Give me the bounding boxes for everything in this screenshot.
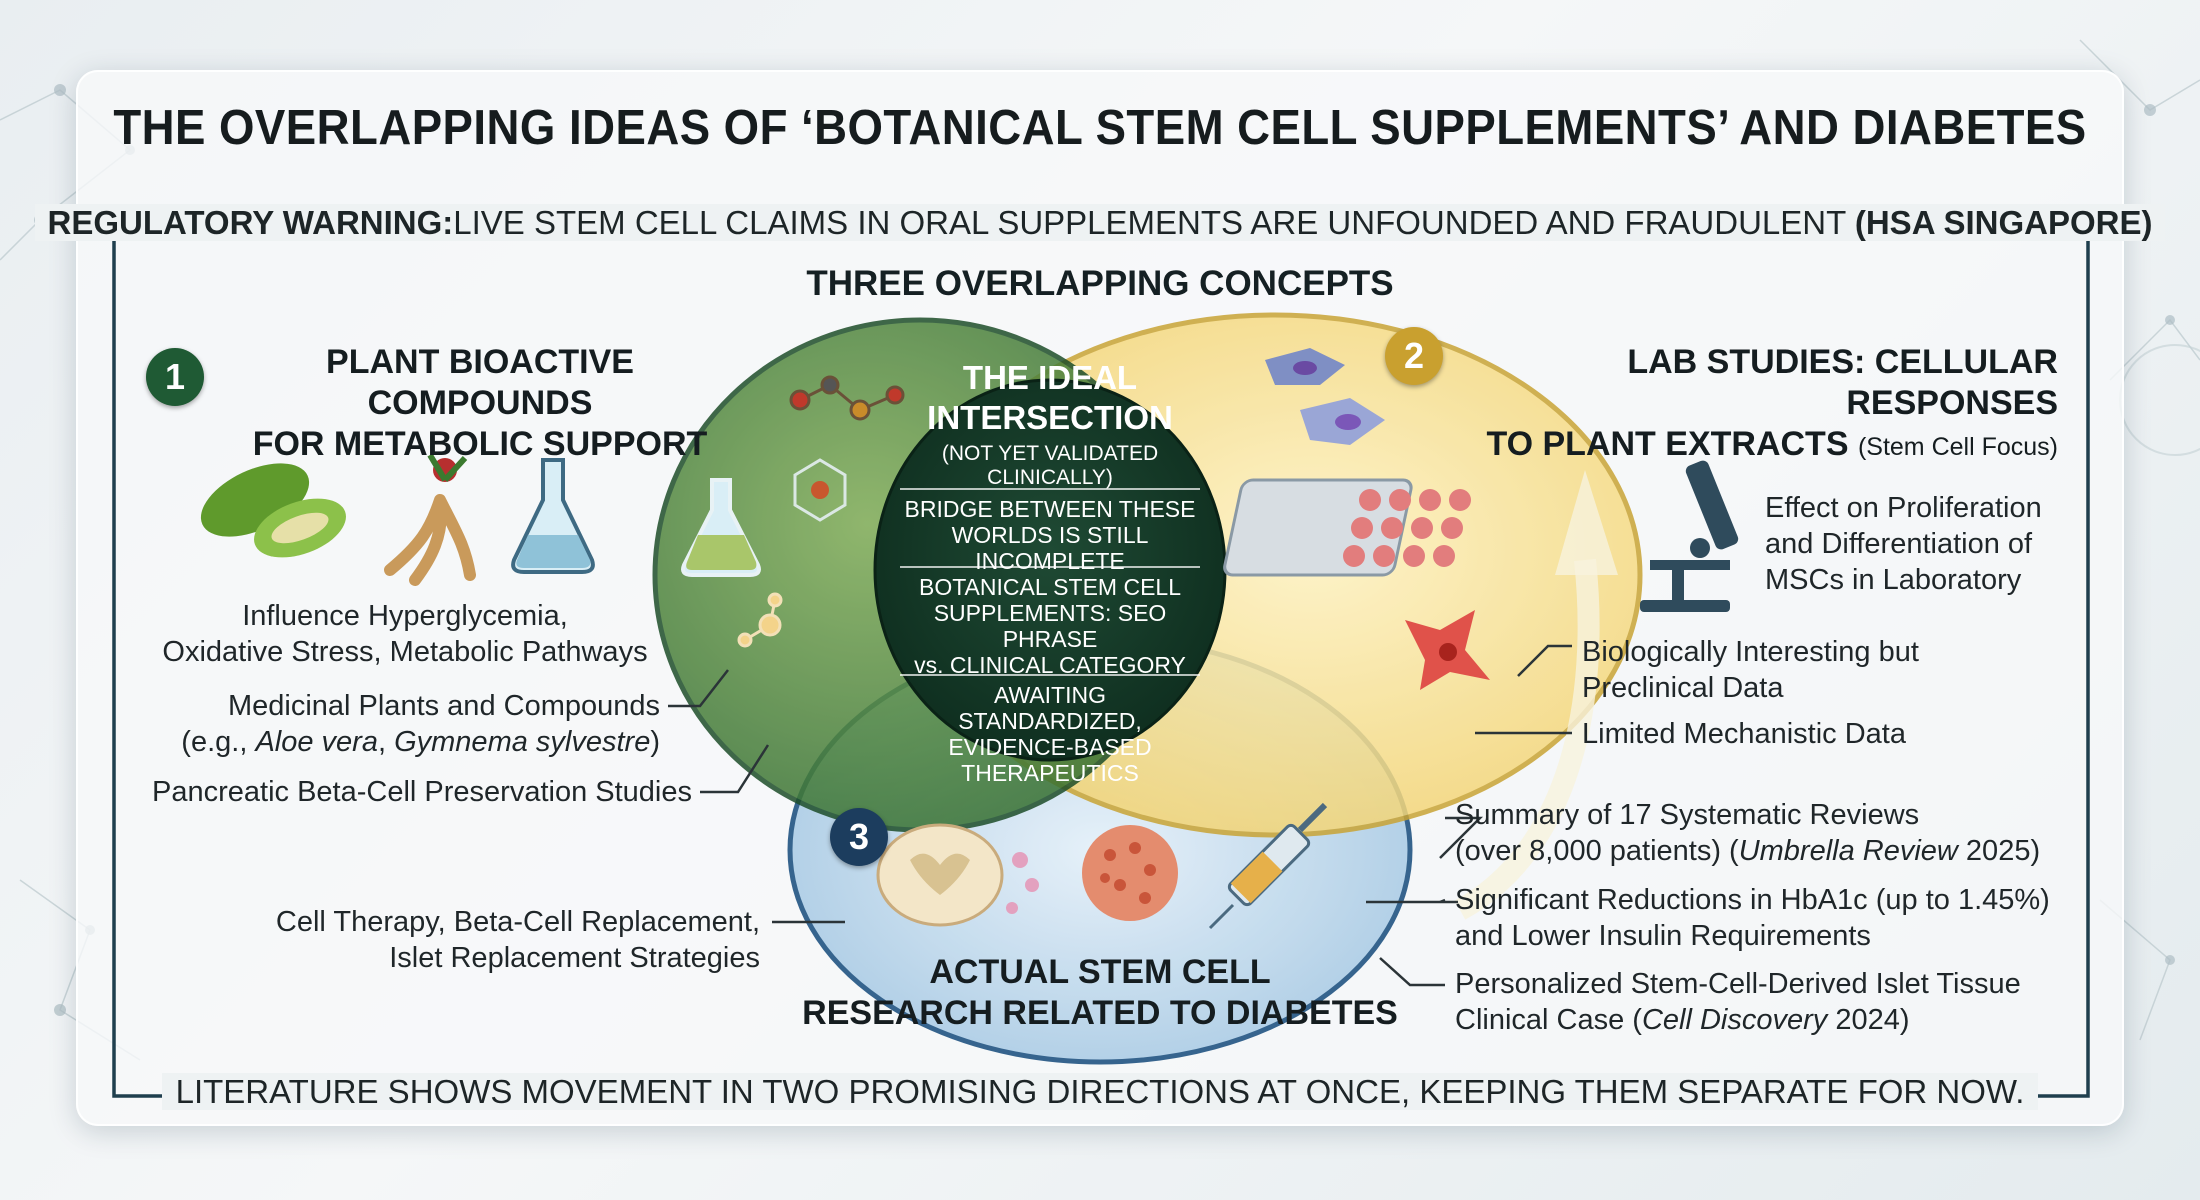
influence-line2: Oxidative Stress, Metabolic Pathways xyxy=(162,636,648,668)
bio-text: Biologically Interesting but Preclinical… xyxy=(1582,634,2042,706)
pers-text: Personalized Stem-Cell-Derived Islet Tis… xyxy=(1455,966,2075,1038)
pancreatic-text: Pancreatic Beta-Cell Preservation Studie… xyxy=(152,776,692,808)
intersection-seo: BOTANICAL STEM CELL SUPPLEMENTS: SEO PHR… xyxy=(900,566,1200,678)
islet-tissue-icon xyxy=(1082,825,1178,921)
summary-text: Summary of 17 Systematic Reviews (over 8… xyxy=(1455,797,2075,869)
syringe-icon xyxy=(1208,802,1328,930)
circle3-heading-line2: RESEARCH RELATED TO DIABETES xyxy=(802,994,1398,1032)
flask-icon xyxy=(511,458,595,574)
footer-note: LITERATURE SHOWS MOVEMENT IN TWO PROMISI… xyxy=(0,1073,2200,1111)
medicinal-line1: Medicinal Plants and Compounds xyxy=(227,690,660,722)
therapy-line1: Cell Therapy, Beta-Cell Replacement, xyxy=(275,906,760,938)
leader-bio xyxy=(1517,644,1572,677)
microscope-icon xyxy=(1640,460,1739,612)
bitter-melon-icon xyxy=(200,463,346,558)
bridge-line2: WORLDS IS STILL INCOMPLETE xyxy=(951,522,1149,574)
bio-line2: Preclinical Data xyxy=(1582,672,1784,704)
await-line1: AWAITING STANDARDIZED, xyxy=(958,682,1142,734)
intersection-note: (NOT YET VALIDATED CLINICALLY) xyxy=(941,442,1159,489)
badge-1: 1 xyxy=(146,348,204,406)
circle2-heading-line2: TO PLANT EXTRACTS (Stem Cell Focus) xyxy=(1486,425,2058,463)
intersection-heading-line1: THE IDEAL xyxy=(962,359,1138,396)
circle2-heading-note: (Stem Cell Focus) xyxy=(1857,433,2058,461)
medicinal-text: Medicinal Plants and Compounds (e.g., Al… xyxy=(120,688,660,760)
circle1-heading-line2: FOR METABOLIC SUPPORT xyxy=(252,425,708,463)
circle3-heading: ACTUAL STEM CELL RESEARCH RELATED TO DIA… xyxy=(760,952,1440,1034)
warning-source: (HSA SINGAPORE) xyxy=(1854,204,2153,241)
sig-line1: Significant Reductions in HbA1c (up to 1… xyxy=(1455,884,2050,916)
regulatory-warning: REGULATORY WARNING:LIVE STEM CELL CLAIMS… xyxy=(0,204,2200,242)
circle2-heading: LAB STUDIES: CELLULAR RESPONSES TO PLANT… xyxy=(1440,342,2058,468)
limited-text: Limited Mechanistic Data xyxy=(1582,718,1906,750)
cell-icon xyxy=(1265,348,1385,445)
intersection-heading-line2: INTERSECTION xyxy=(927,399,1173,436)
pers-line2: Clinical Case (Cell Discovery 2024) xyxy=(1455,1004,1910,1036)
warning-label: REGULATORY WARNING: xyxy=(47,204,454,241)
therapy-line2: Islet Replacement Strategies xyxy=(389,942,760,974)
influence-line1: Influence Hyperglycemia, xyxy=(242,600,568,632)
warning-text: LIVE STEM CELL CLAIMS IN ORAL SUPPLEMENT… xyxy=(453,204,1846,241)
effect-text: Effect on Proliferation and Differentiat… xyxy=(1765,490,2085,598)
leader-pers xyxy=(1379,957,1445,987)
seo-line1: BOTANICAL STEM CELL xyxy=(918,574,1181,600)
page-title: THE OVERLAPPING IDEAS OF ‘BOTANICAL STEM… xyxy=(113,101,2087,155)
circle1-heading-line1: PLANT BIOACTIVE COMPOUNDS xyxy=(326,343,634,422)
molecule-icon xyxy=(789,375,905,421)
circle2-heading-line1: LAB STUDIES: CELLULAR RESPONSES xyxy=(1627,343,2058,422)
badge-3: 3 xyxy=(830,808,888,866)
spinal-cord-icon xyxy=(876,823,1039,927)
concepts-heading: THREE OVERLAPPING CONCEPTS xyxy=(806,264,1394,303)
therapy-text: Cell Therapy, Beta-Cell Replacement, Isl… xyxy=(200,904,760,976)
summary-line1: Summary of 17 Systematic Reviews xyxy=(1455,799,1920,831)
leader-medicinal xyxy=(668,669,729,708)
circle3-heading-line1: ACTUAL STEM CELL xyxy=(929,953,1271,991)
summary-line2: (over 8,000 patients) (Umbrella Review 2… xyxy=(1455,835,2041,867)
bridge-line1: BRIDGE BETWEEN THESE xyxy=(904,496,1196,522)
seo-line3: vs. CLINICAL CATEGORY xyxy=(914,652,1186,678)
leader-pancreatic xyxy=(700,744,770,794)
bio-line1: Biologically Interesting but xyxy=(1582,636,1919,668)
leader-summary xyxy=(1439,816,1484,859)
effect-line3: MSCs in Laboratory xyxy=(1765,564,2022,596)
await-line3: THERAPEUTICS xyxy=(961,760,1139,786)
intersection-bridge: BRIDGE BETWEEN THESE WORLDS IS STILL INC… xyxy=(900,488,1200,574)
ginseng-root-icon xyxy=(384,453,476,586)
well-plate-icon xyxy=(1223,478,1471,577)
flask-icon xyxy=(681,478,761,577)
intersection-heading: THE IDEAL INTERSECTION xyxy=(880,358,1220,438)
sig-text: Significant Reductions in HbA1c (up to 1… xyxy=(1455,882,2075,954)
await-line2: EVIDENCE-BASED xyxy=(948,734,1152,760)
medicinal-line2: (e.g., Aloe vera, Gymnema sylvestre) xyxy=(181,726,660,758)
seo-line2: SUPPLEMENTS: SEO PHRASE xyxy=(933,600,1167,652)
sig-line2: and Lower Insulin Requirements xyxy=(1455,920,1871,952)
badge-2: 2 xyxy=(1385,327,1443,385)
effect-line1: Effect on Proliferation xyxy=(1765,492,2042,524)
circle1-heading: PLANT BIOACTIVE COMPOUNDS FOR METABOLIC … xyxy=(210,342,750,465)
influence-text: Influence Hyperglycemia, Oxidative Stres… xyxy=(130,598,680,670)
cell-icon xyxy=(1405,610,1490,690)
footer-text: LITERATURE SHOWS MOVEMENT IN TWO PROMISI… xyxy=(161,1073,2039,1110)
hexagon-lattice-icon xyxy=(793,458,847,522)
pers-line1: Personalized Stem-Cell-Derived Islet Tis… xyxy=(1455,968,2021,1000)
intersection-await: AWAITING STANDARDIZED, EVIDENCE-BASED TH… xyxy=(900,674,1200,786)
effect-line2: and Differentiation of xyxy=(1765,528,2033,560)
molecule-icon xyxy=(737,592,783,648)
